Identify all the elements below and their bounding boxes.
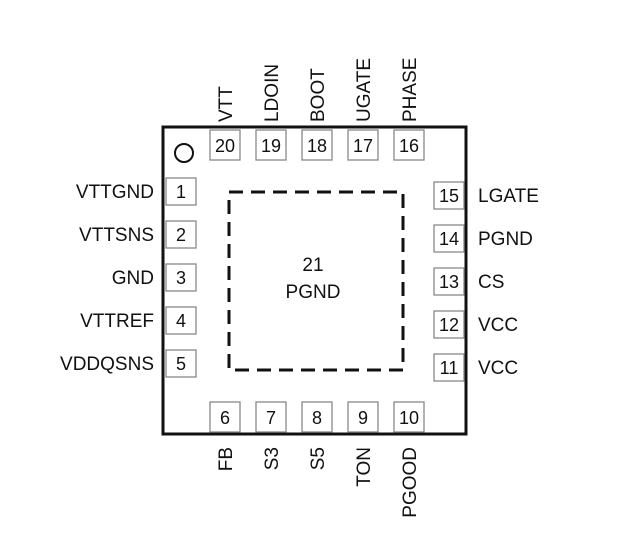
- package-body: [161, 125, 468, 436]
- pin-name: GND: [112, 268, 154, 289]
- pin-18: 18 BOOT: [301, 68, 333, 161]
- pin-20: 20 VTT: [209, 86, 241, 161]
- pin-number: 2: [176, 225, 186, 245]
- pin-pad-bottom: [393, 401, 425, 433]
- pin-number: 3: [176, 268, 186, 288]
- pin-number: 14: [439, 229, 459, 249]
- pin-pad-bottom: [347, 401, 379, 433]
- pin-name: S5: [308, 447, 329, 470]
- pin-3: 3 GND: [112, 263, 197, 292]
- pin-12: 12 VCC: [433, 310, 518, 339]
- pin-number: 10: [399, 408, 419, 428]
- pin-pad-bottom: [209, 401, 241, 433]
- pin-number: 7: [266, 408, 276, 428]
- pin-name: LDOIN: [262, 64, 283, 122]
- pin-pad-left: [165, 220, 197, 249]
- pin-number: 4: [176, 311, 186, 331]
- pin-pad-top: [255, 129, 287, 161]
- pin-number: 8: [312, 408, 322, 428]
- pin-pad-top: [393, 129, 425, 161]
- pin-name: VCC: [478, 315, 518, 336]
- pin-number: 13: [439, 272, 459, 292]
- pin-number: 5: [176, 354, 186, 374]
- pin-14: 14 PGND: [433, 224, 533, 253]
- pin-name: PGOOD: [400, 447, 421, 518]
- pin-number: 1: [176, 182, 186, 202]
- pin-16: 16 PHASE: [393, 58, 425, 161]
- pin-pad-top: [301, 129, 333, 161]
- pin-number: 18: [307, 136, 327, 156]
- pin-name: S3: [262, 447, 283, 470]
- pin-name: VTTREF: [80, 311, 154, 332]
- pin-name: UGATE: [354, 58, 375, 122]
- pin-pad-right: [433, 310, 465, 339]
- pin-1-marker: [174, 143, 194, 163]
- pin-17: 17 UGATE: [347, 58, 379, 161]
- pin-8: 8S5: [301, 401, 333, 470]
- pin-name: CS: [478, 272, 504, 293]
- pin-name: PGND: [478, 229, 533, 250]
- pin-pad-left: [165, 177, 197, 206]
- pin-pad-left: [165, 349, 197, 378]
- pin-number: 17: [353, 136, 373, 156]
- pin-15: 15 LGATE: [433, 181, 539, 210]
- pin-pad-right: [433, 267, 465, 296]
- pin-number: 11: [440, 358, 459, 378]
- pin-pad-top: [209, 129, 241, 161]
- pin-7: 7S3: [255, 401, 287, 470]
- pin-6: 6FB: [209, 401, 241, 471]
- pin-name: TON: [354, 447, 375, 487]
- pin-2: 2 VTTSNS: [79, 220, 197, 249]
- pin-number: 6: [220, 408, 230, 428]
- pin-pad-top: [347, 129, 379, 161]
- pin-number: 19: [261, 136, 281, 156]
- pin-1: 1 VTTGND: [76, 177, 197, 206]
- center-pad-number: 21: [302, 255, 323, 276]
- pin-name: VTTSNS: [79, 225, 154, 246]
- pin-19: 19 LDOIN: [255, 64, 287, 161]
- pin-name: FB: [216, 447, 237, 471]
- pin-pad-bottom: [301, 401, 333, 433]
- center-pad-name: PGND: [286, 282, 341, 303]
- pin-5: 5 VDDQSNS: [60, 349, 197, 378]
- pin-name: VDDQSNS: [60, 354, 154, 375]
- pin-name: LGATE: [478, 186, 539, 207]
- pin-pad-right: [433, 224, 465, 253]
- pin-number: 16: [399, 136, 419, 156]
- pin-pad-left: [165, 306, 197, 335]
- pin-11: 11 VCC: [433, 353, 518, 382]
- pin-name: BOOT: [308, 68, 329, 122]
- pin-name: VCC: [478, 358, 518, 379]
- pin-pad-bottom: [255, 401, 287, 433]
- pin-number: 20: [215, 136, 235, 156]
- pin-pad-right: [433, 181, 465, 210]
- pin-name: PHASE: [400, 58, 421, 122]
- pin-name: VTTGND: [76, 182, 154, 203]
- pin-name: VTT: [216, 86, 237, 122]
- pin-number: 15: [439, 186, 459, 206]
- pin-number: 9: [358, 408, 368, 428]
- pin-pad-right: [433, 353, 465, 382]
- pin-13: 13 CS: [433, 267, 504, 296]
- pin-pad-left: [165, 263, 197, 292]
- pin-number: 12: [439, 315, 459, 335]
- pin-4: 4 VTTREF: [80, 306, 197, 335]
